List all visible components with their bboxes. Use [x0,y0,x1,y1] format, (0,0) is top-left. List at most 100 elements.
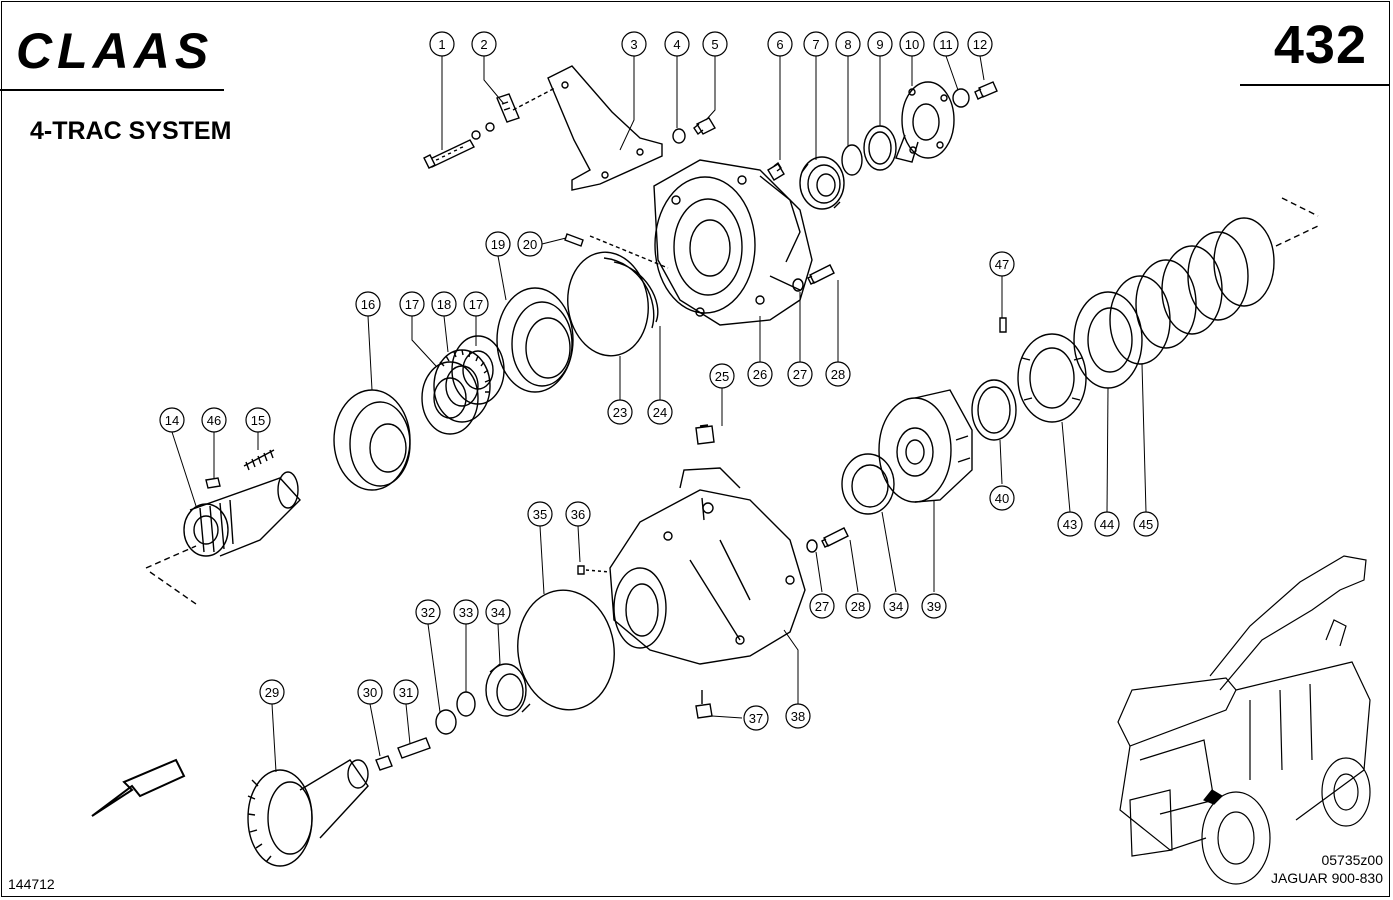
bolt-part-28b [821,527,849,548]
flange-part-10 [895,81,955,163]
callout-12: 12 [967,31,993,57]
washer-part-1a [471,130,481,140]
callout-29: 29 [259,679,285,705]
callout-16: 16 [355,291,381,317]
callout-8: 8 [835,31,861,57]
ring-part-24 [603,257,659,329]
callout-27a: 27 [787,361,813,387]
ring-part-32 [435,709,457,735]
clutch-disc-part-44 [1073,291,1143,389]
callout-47: 47 [989,251,1015,277]
section-title: 4-TRAC SYSTEM [30,117,232,145]
bevel-gear-part-29 [247,759,369,867]
bearing-part-7 [799,156,845,210]
dashed-line-2 [512,87,556,111]
callout-label-4: 4 [673,37,680,52]
brand-logo-text: CLAAS [16,24,213,76]
callout-label-6: 6 [776,37,783,52]
bracket-part-3 [547,65,663,191]
key-part-46 [205,477,221,489]
drawing-number: 144712 [8,876,55,892]
washer-part-4 [672,128,686,144]
callout-label-1: 1 [438,37,445,52]
callout-18: 18 [431,291,457,317]
pin-part-31 [397,737,431,759]
bolt-part-12 [974,81,998,100]
pressure-plate-part-43 [1017,333,1087,423]
callout-label-43: 43 [1063,517,1077,532]
callout-label-27a: 27 [793,367,807,382]
callout-38: 38 [785,703,811,729]
callout-label-39: 39 [927,599,941,614]
pin-part-20 [564,233,584,247]
spring-part-15 [243,449,275,471]
callout-15: 15 [245,407,271,433]
dashed-axis-right [1275,197,1319,247]
callout-label-27b: 27 [815,599,829,614]
page-number: 432 [1273,15,1367,75]
callout-label-28b: 28 [851,599,865,614]
washer-part-11 [952,88,970,108]
direction-arrow-icon [91,758,186,817]
callout-label-8: 8 [844,37,851,52]
callout-17a: 17 [399,291,425,317]
callout-label-37: 37 [749,711,763,726]
callout-44: 44 [1094,511,1120,537]
breather-part-6 [767,161,785,181]
callout-label-9: 9 [876,37,883,52]
washer-part-27a [792,278,804,292]
dashed-line-36 [585,569,611,573]
callout-label-30: 30 [363,685,377,700]
callout-34b: 34 [883,593,909,619]
callout-label-20: 20 [523,237,537,252]
callout-45: 45 [1133,511,1159,537]
callout-label-46: 46 [207,413,221,428]
callout-1: 1 [429,31,455,57]
thrust-washer-part-17b [451,335,505,405]
callout-28a: 28 [825,361,851,387]
bearing-part-34b [841,453,895,515]
callout-label-24: 24 [653,405,667,420]
callout-32: 32 [415,599,441,625]
callout-17b: 17 [463,291,489,317]
callout-label-45: 45 [1139,517,1153,532]
upper-housing-part-26 [653,159,813,326]
ring-part-33 [456,691,476,717]
washer-part-27b [806,539,818,553]
callout-26: 26 [747,361,773,387]
ring-part-23 [567,251,649,357]
callout-label-26: 26 [753,367,767,382]
o-ring-part-35 [517,589,615,711]
clutch-plates-part-45 [1109,217,1275,365]
bolt-part-1 [423,139,475,169]
callout-label-28a: 28 [831,367,845,382]
callout-label-36: 36 [571,507,585,522]
brand-logo: CLAAS [14,23,236,79]
ring-part-40 [971,379,1017,441]
callout-31: 31 [393,679,419,705]
callout-label-7: 7 [812,37,819,52]
callout-40: 40 [989,485,1015,511]
reference-block: 05735z00 JAGUAR 900-830 [1271,851,1383,887]
callout-label-3: 3 [630,37,637,52]
clutch-drum-part-39 [878,389,973,503]
callout-28b: 28 [845,593,871,619]
callout-27b: 27 [809,593,835,619]
callout-37: 37 [743,705,769,731]
callout-43: 43 [1057,511,1083,537]
washer-part-1b [485,122,495,132]
callout-label-15: 15 [251,413,265,428]
callout-19: 19 [485,231,511,257]
callout-bubbles: 1 2 3 4 5 6 7 8 9 10 11 12 14 46 15 16 1… [159,31,1159,731]
callout-label-44: 44 [1100,517,1114,532]
bolt-part-5 [693,117,716,136]
splined-shaft-part-14 [183,471,301,557]
callout-label-11: 11 [939,37,953,52]
callout-33: 33 [453,599,479,625]
callout-label-10: 10 [905,37,919,52]
bearing-part-34a [485,663,531,717]
callout-3: 3 [621,31,647,57]
brand-rule [0,89,224,91]
